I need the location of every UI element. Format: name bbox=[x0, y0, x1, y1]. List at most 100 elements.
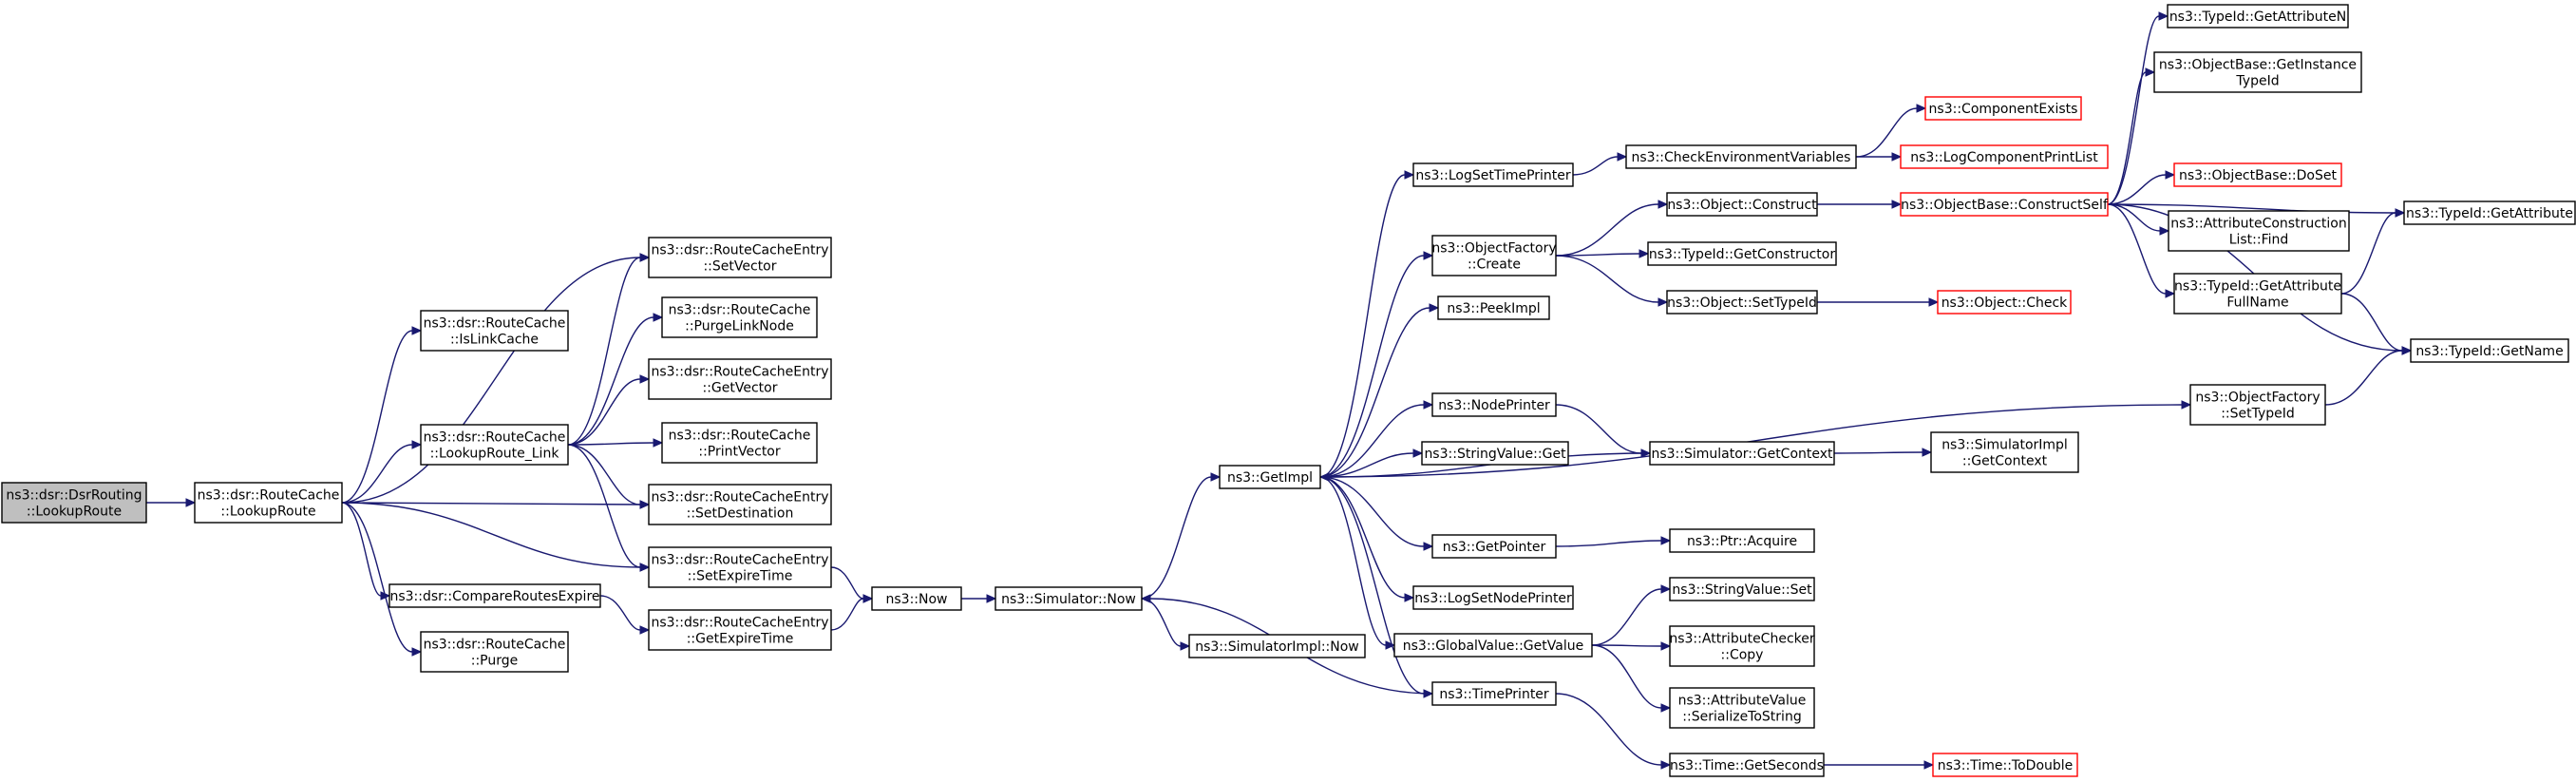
node-rce-getvector[interactable]: ns3::dsr::RouteCacheEntry::GetVector bbox=[648, 358, 832, 400]
node-label-line: ::PurgeLinkNode bbox=[685, 319, 794, 334]
node-routecache-purgelinknode[interactable]: ns3::dsr::RouteCache::PurgeLinkNode bbox=[661, 296, 818, 338]
edge-object_construct-to-objectbase_constructself bbox=[1817, 200, 1903, 209]
node-logcomponentprintlist[interactable]: ns3::LogComponentPrintList bbox=[1900, 144, 2109, 169]
node-box bbox=[1669, 528, 1815, 553]
edge-line bbox=[2340, 293, 2403, 352]
node-time-todouble[interactable]: ns3::Time::ToDouble bbox=[1932, 753, 2078, 777]
node-timeprinter[interactable]: ns3::TimePrinter bbox=[1431, 681, 1557, 706]
node-label-line: ns3::SimulatorImpl bbox=[1941, 438, 2068, 453]
node-box bbox=[1219, 465, 1321, 489]
edge-routecache_lookuproute_link-to-routecache_printvector bbox=[567, 438, 664, 448]
node-logsetnodeprinter[interactable]: ns3::LogSetNodePrinter bbox=[1412, 585, 1574, 610]
node-routecache-lookuproute[interactable]: ns3::dsr::RouteCache::LookupRoute bbox=[194, 482, 343, 524]
node-label-line: ::PrintVector bbox=[698, 445, 780, 460]
node-checkenvironmentvariables[interactable]: ns3::CheckEnvironmentVariables bbox=[1625, 144, 1857, 169]
node-label-line: ns3::Object::Check bbox=[1941, 296, 2068, 311]
node-simulator-getcontext[interactable]: ns3::Simulator::GetContext bbox=[1649, 441, 1835, 466]
node-typeid-getname[interactable]: ns3::TypeId::GetName bbox=[2410, 338, 2569, 363]
node-rce-setdestination[interactable]: ns3::dsr::RouteCacheEntry::SetDestinatio… bbox=[648, 484, 832, 525]
edge-objectfactory_create-to-object_settypeid bbox=[1555, 255, 1669, 307]
edge-typeid_getattributefullname-to-typeid_getname bbox=[2340, 293, 2413, 355]
node-routecache-purge[interactable]: ns3::dsr::RouteCache::Purge bbox=[420, 631, 569, 673]
node-globalvalue-getvalue[interactable]: ns3::GlobalValue::GetValue bbox=[1393, 633, 1593, 658]
edge-arrowhead bbox=[1923, 760, 1935, 770]
node-box bbox=[420, 310, 569, 352]
node-label-line: ns3::dsr::RouteCacheEntry bbox=[651, 490, 828, 505]
edge-routecache_lookuproute-to-routecache_islinkcache bbox=[341, 326, 423, 504]
node-label-line: ns3::dsr::RouteCache bbox=[669, 303, 811, 318]
node-rce-setexpiretime[interactable]: ns3::dsr::RouteCacheEntry::SetExpireTime bbox=[648, 546, 832, 588]
node-box bbox=[1930, 431, 2079, 473]
edge-line bbox=[1319, 476, 1425, 547]
node-typeid-getattributen[interactable]: ns3::TypeId::GetAttributeN bbox=[2167, 4, 2349, 29]
node-box bbox=[1647, 241, 1837, 266]
edge-line bbox=[341, 502, 413, 653]
node-box bbox=[1669, 625, 1815, 667]
edge-objectfactory_settypeid-to-typeid_getname bbox=[2324, 346, 2413, 406]
edge-line bbox=[1319, 404, 2183, 478]
node-box bbox=[2173, 162, 2342, 187]
node-box bbox=[1431, 681, 1557, 706]
node-box bbox=[2173, 273, 2342, 315]
edge-arrowhead bbox=[1660, 641, 1672, 651]
node-box bbox=[2167, 4, 2349, 29]
node-routecache-printvector[interactable]: ns3::dsr::RouteCache::PrintVector bbox=[661, 422, 818, 464]
node-object-settypeid[interactable]: ns3::Object::SetTypeId bbox=[1666, 290, 1818, 315]
node-typeid-getattribute[interactable]: ns3::TypeId::GetAttribute bbox=[2403, 200, 2576, 225]
node-label-line: ns3::ObjectFactory bbox=[1431, 241, 1556, 257]
edge-objectbase_constructself-to-typeid_getattributen bbox=[2107, 11, 2169, 205]
edge-arrowhead bbox=[1660, 760, 1672, 770]
edge-arrowhead bbox=[1660, 536, 1672, 545]
node-dsrrouting-lookuproute[interactable]: ns3::dsr::DsrRouting::LookupRoute bbox=[1, 482, 147, 524]
node-label-line: ns3::dsr::RouteCache bbox=[198, 488, 340, 504]
node-routecache-islinkcache[interactable]: ns3::dsr::RouteCache::IsLinkCache bbox=[420, 310, 569, 352]
node-componentexists[interactable]: ns3::ComponentExists bbox=[1924, 96, 2082, 121]
node-compareroutesexpire[interactable]: ns3::dsr::CompareRoutesExpire bbox=[388, 583, 601, 608]
node-typeid-getconstructor[interactable]: ns3::TypeId::GetConstructor bbox=[1647, 241, 1837, 266]
node-objectbase-constructself[interactable]: ns3::ObjectBase::ConstructSelf bbox=[1900, 192, 2109, 217]
edge-line bbox=[1319, 404, 1425, 478]
node-getimpl[interactable]: ns3::GetImpl bbox=[1219, 465, 1321, 489]
node-peekimpl[interactable]: ns3::PeekImpl bbox=[1437, 296, 1550, 320]
node-simulatorimpl-getcontext[interactable]: ns3::SimulatorImpl::GetContext bbox=[1930, 431, 2079, 473]
node-stringvalue-set[interactable]: ns3::StringValue::Set bbox=[1669, 577, 1815, 601]
node-rce-setvector[interactable]: ns3::dsr::RouteCacheEntry::SetVector bbox=[648, 237, 832, 278]
node-label-line: ns3::Now bbox=[886, 592, 948, 607]
node-attributevalue-serializetostring[interactable]: ns3::AttributeValue::SerializeToString bbox=[1669, 687, 1815, 729]
edge-line bbox=[567, 378, 641, 446]
node-simulator-now[interactable]: ns3::Simulator::Now bbox=[994, 586, 1143, 611]
node-simulatorimpl-now[interactable]: ns3::SimulatorImpl::Now bbox=[1188, 634, 1366, 658]
node-getpointer[interactable]: ns3::GetPointer bbox=[1431, 534, 1557, 559]
node-label-line: ns3::NodePrinter bbox=[1438, 398, 1550, 413]
node-attributechecker-copy[interactable]: ns3::AttributeChecker::Copy bbox=[1669, 625, 1815, 667]
node-box bbox=[2410, 338, 2569, 363]
node-now[interactable]: ns3::Now bbox=[871, 586, 962, 611]
node-object-check[interactable]: ns3::Object::Check bbox=[1937, 290, 2072, 315]
edge-objectbase_constructself-to-attributeconstructionlist_find bbox=[2107, 203, 2170, 236]
node-label-line: ns3::TypeId::GetAttribute bbox=[2174, 279, 2341, 295]
node-label-line: ::GetExpireTime bbox=[687, 632, 794, 647]
node-time-getseconds[interactable]: ns3::Time::GetSeconds bbox=[1669, 753, 1825, 777]
node-object-construct[interactable]: ns3::Object::Construct bbox=[1666, 192, 1818, 217]
node-nodeprinter[interactable]: ns3::NodePrinter bbox=[1431, 392, 1557, 417]
edge-arrowhead bbox=[1617, 152, 1628, 162]
edge-arrowhead bbox=[639, 500, 651, 509]
node-label-line: ns3::AttributeConstruction bbox=[2170, 217, 2346, 232]
node-objectbase-doset[interactable]: ns3::ObjectBase::DoSet bbox=[2173, 162, 2342, 187]
node-logsettimeprinter[interactable]: ns3::LogSetTimePrinter bbox=[1412, 162, 1574, 187]
edge-line bbox=[2107, 203, 2396, 214]
node-routecache-lookuproute-link[interactable]: ns3::dsr::RouteCache::LookupRoute_Link bbox=[420, 424, 569, 466]
node-ptr-acquire[interactable]: ns3::Ptr::Acquire bbox=[1669, 528, 1815, 553]
node-rce-getexpiretime[interactable]: ns3::dsr::RouteCacheEntry::GetExpireTime bbox=[648, 609, 832, 651]
edge-arrowhead bbox=[1660, 584, 1672, 594]
node-stringvalue-get[interactable]: ns3::StringValue::Get bbox=[1421, 441, 1569, 466]
node-objectfactory-settypeid[interactable]: ns3::ObjectFactory::SetTypeId bbox=[2189, 384, 2326, 426]
node-box bbox=[1431, 235, 1557, 277]
edge-line bbox=[567, 442, 654, 446]
node-objectfactory-create[interactable]: ns3::ObjectFactory::Create bbox=[1431, 235, 1557, 277]
edge-arrowhead bbox=[2165, 170, 2176, 180]
node-label-line: ns3::ObjectFactory bbox=[2195, 391, 2320, 406]
